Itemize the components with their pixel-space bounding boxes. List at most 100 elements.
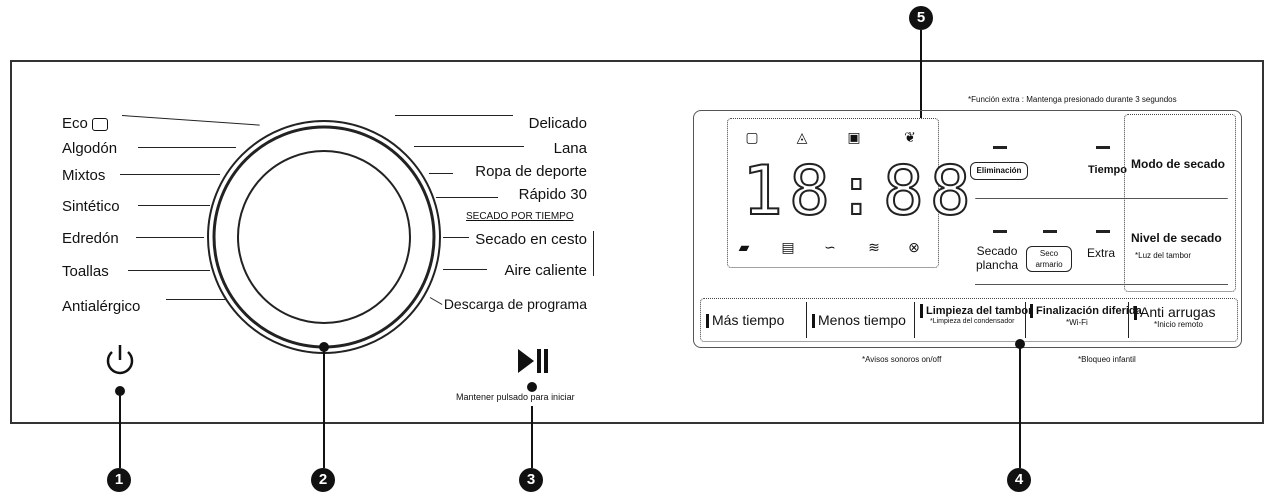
program-secado-cesto[interactable]: Secado en cesto	[475, 231, 587, 248]
wifi-icon: ≋	[868, 239, 880, 255]
program-eco[interactable]: Eco	[62, 115, 109, 132]
callout-line-2	[323, 350, 325, 468]
callout-badge-3: 3	[519, 468, 543, 492]
program-lana[interactable]: Lana	[553, 140, 587, 157]
anti-arrugas-button[interactable]: Anti arrugas *Inicio remoto	[1134, 304, 1215, 329]
secado-por-tiempo-label: SECADO POR TIEMPO	[466, 211, 574, 222]
timed-dry-bracket	[593, 231, 594, 276]
callout-dot-1	[115, 386, 125, 396]
option-secado-plancha[interactable]: Secado plancha	[976, 244, 1018, 272]
dial-graphic	[207, 120, 441, 354]
dial-leader-line	[395, 115, 513, 116]
option-extra[interactable]: Extra	[1087, 246, 1116, 260]
dial-leader-line	[166, 299, 226, 300]
program-edredon[interactable]: Edredón	[62, 230, 119, 247]
indicator-dash	[993, 230, 1007, 233]
option-seco-label: Seco	[1039, 249, 1059, 258]
button-divider	[1128, 302, 1129, 338]
callout-dot-4	[1015, 339, 1025, 349]
control-panel	[10, 60, 1264, 424]
callout-line-1	[119, 392, 121, 468]
program-antialergico[interactable]: Antialérgico	[62, 298, 141, 315]
callout-dot-2	[319, 342, 329, 352]
option-eliminacion-button[interactable]: Eliminación	[970, 162, 1028, 180]
program-sintetico[interactable]: Sintético	[62, 198, 120, 215]
button-indicator	[1134, 306, 1137, 321]
button-indicator	[812, 314, 815, 329]
callout-dot-3	[527, 382, 537, 392]
option-row-bracket	[975, 198, 1228, 199]
nivel-secado-button[interactable]: Nivel de secado	[1131, 231, 1222, 245]
button-divider	[1025, 302, 1026, 338]
dial-leader-line	[128, 270, 210, 271]
start-pause-button[interactable]	[515, 346, 551, 376]
callout-badge-4: 4	[1007, 468, 1031, 492]
bin-icon: ▰	[738, 239, 750, 255]
option-secado-label: Secado	[976, 244, 1018, 258]
dial-leader-line	[443, 237, 469, 238]
button-indicator	[1030, 304, 1033, 318]
bloqueo-infantil-caption: *Bloqueo infantil	[1078, 355, 1136, 364]
callout-line-3	[531, 406, 533, 468]
button-indicator	[706, 314, 709, 329]
modo-secado-button[interactable]: Modo de secado	[1131, 157, 1226, 171]
button-sub-label: *Limpieza del condensador	[930, 318, 1015, 325]
callout-badge-5: 5	[909, 6, 933, 30]
button-indicator	[920, 304, 923, 318]
button-sub-label: *Inicio remoto	[1154, 320, 1203, 330]
display-panel	[693, 110, 1242, 348]
program-dial[interactable]	[204, 117, 444, 357]
callout-line-4	[1019, 347, 1021, 468]
option-plancha-label: plancha	[976, 258, 1019, 272]
lock-icon: ▣	[847, 129, 861, 145]
cloth-icon: ▤	[781, 239, 795, 255]
mas-tiempo-button[interactable]: Más tiempo	[706, 312, 785, 329]
dial-leader-line	[414, 146, 524, 147]
button-label: Más tiempo	[712, 312, 785, 328]
option-seco-armario[interactable]: Seco armario	[1026, 246, 1072, 272]
indicator-dash	[993, 146, 1007, 149]
callout-line-5	[920, 30, 922, 118]
button-label: Finalización diferida	[1036, 304, 1142, 317]
menos-tiempo-button[interactable]: Menos tiempo	[812, 312, 906, 329]
extra-function-note: *Función extra : Mantenga presionado dur…	[968, 95, 1177, 104]
dial-leader-line	[138, 147, 236, 148]
dial-leader-line	[138, 205, 210, 206]
status-display: ▢ ◬ ▣ ❦ 18:88 ▰ ▤ ∽ ≋ ⊗	[727, 118, 972, 268]
dial-leader-line	[436, 197, 498, 198]
power-icon	[106, 345, 134, 375]
eco-icon	[92, 117, 109, 131]
wash-rinse-icon: ❦	[904, 129, 916, 145]
dial-leader-line	[120, 174, 220, 175]
dial-leader-line	[429, 173, 453, 174]
program-delicado[interactable]: Delicado	[528, 115, 587, 132]
program-mixtos[interactable]: Mixtos	[62, 167, 106, 184]
play-pause-icon	[518, 349, 548, 373]
button-divider	[914, 302, 915, 338]
option-row-bracket	[975, 284, 1228, 285]
button-sub-label: *Wi-Fi	[1066, 318, 1088, 327]
limpieza-tambor-button[interactable]: Limpieza del tambor *Limpieza del conden…	[920, 304, 1032, 325]
avisos-sonoros-caption: *Avisos sonoros on/off	[862, 355, 942, 364]
hose-icon: ∽	[824, 239, 836, 255]
program-aire-caliente[interactable]: Aire caliente	[504, 262, 587, 279]
program-ropa-deporte[interactable]: Ropa de deporte	[475, 163, 587, 180]
dial-leader-line	[443, 269, 487, 270]
finalizacion-diferida-button[interactable]: Finalización diferida *Wi-Fi	[1030, 304, 1142, 327]
program-descarga[interactable]: Descarga de programa	[443, 296, 587, 312]
program-label: Eco	[62, 115, 88, 132]
start-caption: Mantener pulsado para iniciar	[456, 392, 575, 402]
luz-tambor-label: *Luz del tambor	[1135, 251, 1192, 260]
program-toallas[interactable]: Toallas	[62, 263, 109, 280]
indicator-dash	[1096, 230, 1110, 233]
time-digits: 18:88	[741, 152, 977, 231]
option-tiempo[interactable]: Tiempo	[1088, 164, 1127, 176]
tub-icon: ▢	[745, 129, 759, 145]
power-button[interactable]	[102, 342, 138, 380]
button-label: Anti arrugas	[1140, 304, 1216, 320]
program-algodon[interactable]: Algodón	[62, 140, 118, 157]
option-armario-label: armario	[1035, 260, 1063, 269]
program-rapido-30[interactable]: Rápido 30	[518, 186, 587, 203]
dial-leader-line	[136, 237, 204, 238]
indicator-dash	[1096, 146, 1110, 149]
